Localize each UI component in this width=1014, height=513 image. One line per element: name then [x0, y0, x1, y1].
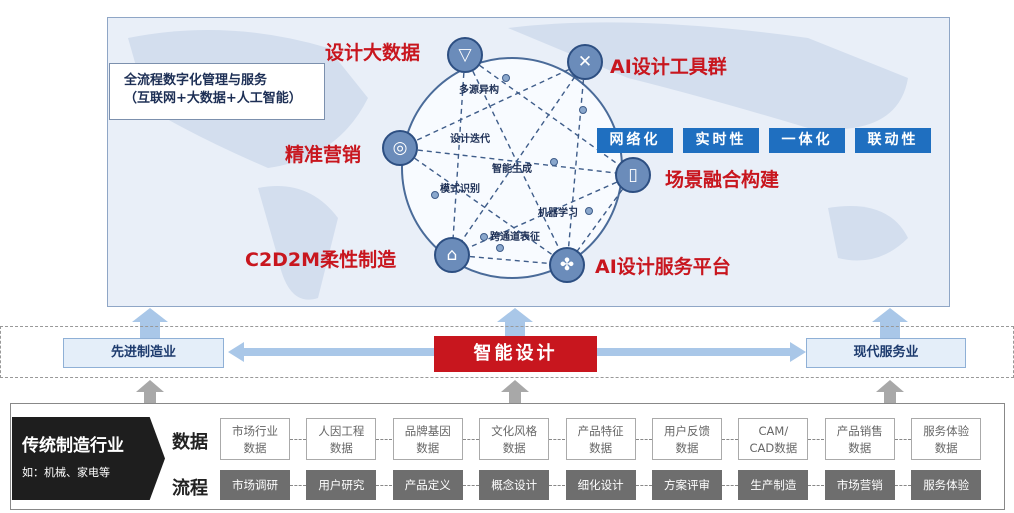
data-box: 人因工程数据 — [306, 418, 377, 460]
connector — [635, 485, 652, 486]
connector — [808, 485, 825, 486]
data-box-line: 数据 — [329, 441, 353, 455]
data-box-line: 产品销售 — [836, 424, 883, 438]
tag-integrated: 一体化 — [769, 128, 845, 153]
inner-label: 跨通道表征 — [490, 232, 540, 243]
data-box-line: 数据 — [675, 441, 699, 455]
data-box: 服务体验数据 — [911, 418, 982, 460]
data-box-line: 数据 — [848, 441, 872, 455]
data-box: 文化风格数据 — [479, 418, 550, 460]
traditional-industry-badge: 传统制造行业 如：机械、家电等 — [12, 417, 165, 500]
process-box: 生产制造 — [738, 470, 809, 500]
connector — [549, 485, 566, 486]
description-line1: 全流程数字化管理与服务 — [124, 73, 268, 88]
node-label-ai-tools: AI设计工具群 — [610, 56, 727, 78]
process-box: 概念设计 — [479, 470, 550, 500]
data-box-line: 数据 — [934, 441, 958, 455]
connector — [290, 439, 306, 440]
node-label-ai-platform: AI设计服务平台 — [595, 256, 731, 278]
data-box: 产品销售数据 — [824, 418, 895, 460]
factory-icon: ⌂ — [434, 237, 470, 273]
data-box-line: 市场行业 — [232, 424, 278, 438]
node-label-scene-fusion: 场景融合构建 — [665, 169, 780, 191]
data-box: 市场行业数据 — [220, 418, 290, 460]
process-row-label: 流程 — [172, 478, 208, 499]
data-box: 产品特征数据 — [565, 418, 636, 460]
data-row-label: 数据 — [172, 432, 208, 453]
data-box-line: 人因工程 — [318, 424, 365, 438]
data-box-line: CAM/ — [758, 424, 789, 438]
connector — [376, 485, 393, 486]
arrows — [132, 308, 908, 404]
data-box-line: 品牌基因 — [404, 424, 451, 438]
network-diagram — [399, 54, 634, 279]
advanced-manufacturing-box: 先进制造业 — [63, 338, 224, 368]
tag-networked: 网络化 — [597, 128, 673, 153]
funnel-icon: ▽ — [447, 37, 483, 73]
target-icon: ◎ — [382, 130, 418, 166]
connector — [462, 485, 479, 486]
data-box-line: CAD数据 — [749, 441, 798, 455]
connector — [894, 485, 911, 486]
inner-label: 智能生成 — [492, 164, 532, 175]
connector — [808, 439, 825, 440]
process-box: 产品定义 — [392, 470, 463, 500]
process-box: 市场营销 — [824, 470, 895, 500]
data-box-line: 数据 — [416, 441, 440, 455]
process-box: 服务体验 — [911, 470, 982, 500]
connector — [722, 485, 738, 486]
data-box-line: 文化风格 — [491, 424, 538, 438]
data-box-line: 服务体验 — [923, 424, 970, 438]
connector — [290, 485, 306, 486]
data-box: CAM/CAD数据 — [738, 418, 809, 460]
data-box-line: 用户反馈 — [664, 424, 710, 438]
data-box-line: 数据 — [589, 441, 613, 455]
process-box: 细化设计 — [565, 470, 636, 500]
tools-icon: ✕ — [567, 44, 603, 80]
modern-service-box: 现代服务业 — [806, 338, 966, 368]
node-label-c2d2m: C2D2M柔性制造 — [245, 249, 397, 271]
process-box: 市场调研 — [220, 470, 290, 500]
data-box-line: 数据 — [243, 441, 267, 455]
data-box-line: 产品特征 — [577, 424, 624, 438]
process-box: 用户研究 — [306, 470, 377, 500]
process-box: 方案评审 — [652, 470, 722, 500]
connector — [635, 439, 652, 440]
grid-icon: ✤ — [549, 247, 585, 283]
data-box: 品牌基因数据 — [392, 418, 463, 460]
traditional-title: 传统制造行业 — [22, 436, 124, 456]
traditional-subtitle: 如：机械、家电等 — [22, 466, 110, 479]
description-line2: （互联网+大数据+人工智能） — [124, 91, 302, 106]
node-label-precision-marketing: 精准营销 — [285, 144, 362, 166]
data-box: 用户反馈数据 — [652, 418, 722, 460]
data-box-line: 数据 — [502, 441, 526, 455]
node-label-design-big-data: 设计大数据 — [325, 42, 421, 64]
connector — [722, 439, 738, 440]
inner-label: 设计迭代 — [450, 134, 490, 145]
inner-label: 机器学习 — [538, 208, 578, 219]
tag-realtime: 实时性 — [683, 128, 759, 153]
smart-design-box: 智能设计 — [434, 336, 597, 372]
connector — [894, 439, 911, 440]
inner-label: 多源异构 — [459, 85, 499, 96]
connector — [549, 439, 566, 440]
tag-linkage: 联动性 — [855, 128, 931, 153]
connector — [462, 439, 479, 440]
connector — [376, 439, 393, 440]
description-box: 全流程数字化管理与服务 （互联网+大数据+人工智能） — [109, 63, 325, 120]
phone-icon: ▯ — [615, 157, 651, 193]
inner-label: 模式识别 — [440, 184, 480, 195]
